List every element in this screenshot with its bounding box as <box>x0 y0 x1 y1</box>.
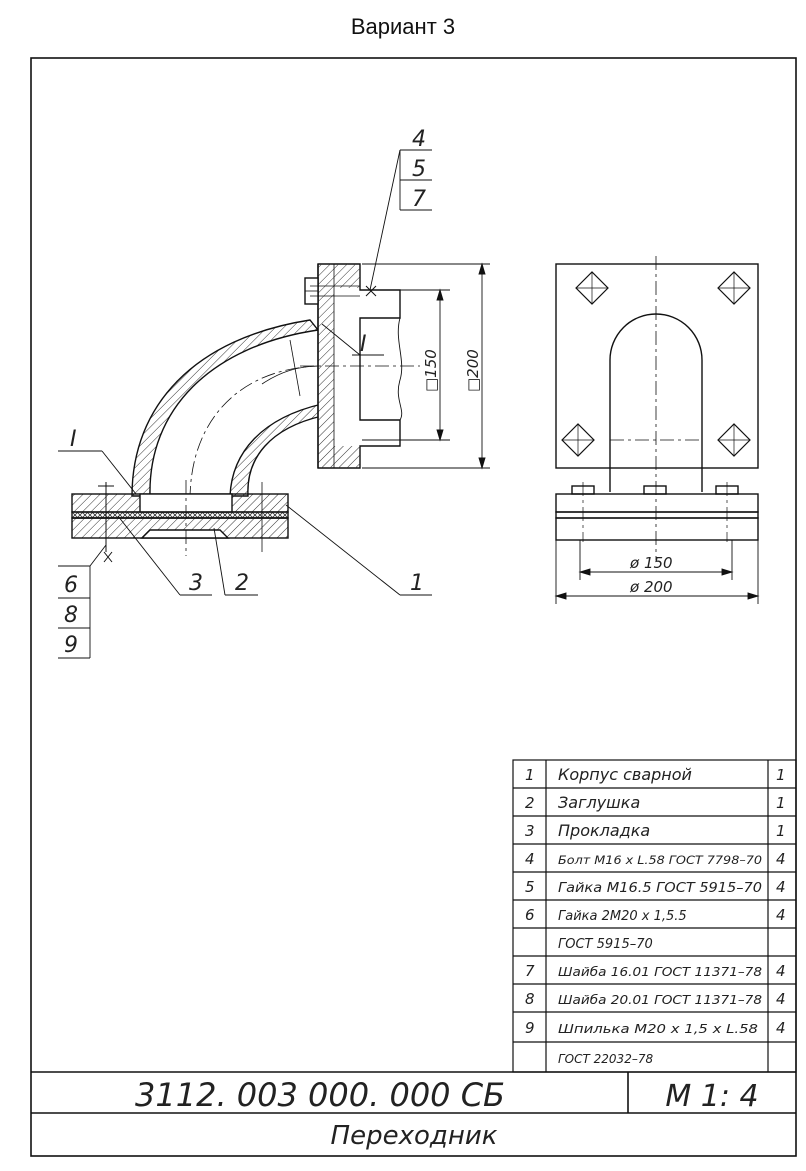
bom-row-3-name: Прокладка <box>558 821 650 840</box>
bom-row-9b-name: ГОСТ 22032–78 <box>558 1052 653 1066</box>
bom-row-4-pos: 4 <box>525 850 535 868</box>
dim-square-200: □200 <box>464 349 482 392</box>
callout-6: 6 <box>64 573 78 598</box>
callout-8: 8 <box>64 603 78 628</box>
bom-row-5-qty: 4 <box>776 878 786 896</box>
bom-row-9-name: Шпилька М20 х 1,5 х L.58 <box>558 1021 758 1036</box>
bom-row-8-pos: 8 <box>525 990 535 1008</box>
bolt-holes <box>561 271 751 457</box>
gasket <box>71 511 289 519</box>
side-flange <box>555 263 759 469</box>
dim-square-150: □150 <box>422 349 440 392</box>
bom-row-4-qty: 4 <box>776 850 786 868</box>
bom-row-2-qty: 1 <box>776 794 786 812</box>
callout-5: 5 <box>412 157 426 182</box>
callout-3: 3 <box>189 571 203 596</box>
elbow-inner-wall <box>229 403 323 497</box>
bom-row-5-pos: 5 <box>525 878 535 896</box>
bom-row-8-name: Шайба 20.01 ГОСТ 11371–78 <box>558 993 762 1007</box>
callout-9: 9 <box>64 633 78 658</box>
bom-row-7-name: Шайба 16.01 ГОСТ 11371–78 <box>558 965 762 979</box>
elbow-outer-wall <box>131 319 320 497</box>
callout-leaders <box>58 149 432 659</box>
bom-row-3-pos: 3 <box>525 822 535 840</box>
bom-row-7-qty: 4 <box>776 962 786 980</box>
title-block <box>31 1071 796 1114</box>
bom-row-5-name: Гайка М16.5 ГОСТ 5915–70 <box>558 881 762 896</box>
bom-row-9-pos: 9 <box>525 1019 535 1037</box>
callout-1: 1 <box>410 571 424 596</box>
bom-row-4-name: Болт М16 х L.58 ГОСТ 7798–70 <box>558 853 762 867</box>
variant-title: Вариант 3 <box>350 14 456 39</box>
bom-row-3-qty: 1 <box>776 822 786 840</box>
bom-rows: 1 Корпус сварной 1 2 Заглушка 1 3 Прокла… <box>525 765 786 1066</box>
bom-row-1-pos: 1 <box>525 766 535 784</box>
front-view <box>71 263 420 563</box>
bom-row-2-name: Заглушка <box>558 793 640 812</box>
bom-row-9-qty: 4 <box>776 1019 786 1037</box>
dimensions-square <box>362 262 490 470</box>
bom-row-6-pos: 6 <box>525 906 535 924</box>
bom-row-6b-name: ГОСТ 5915–70 <box>558 937 653 952</box>
bom-row-2-pos: 2 <box>525 794 535 812</box>
bom-row-7-pos: 7 <box>525 962 535 980</box>
dimensions-diameter <box>554 540 760 604</box>
dim-dia-200: ø 200 <box>629 578 673 596</box>
bom-row-1-qty: 1 <box>776 766 786 784</box>
drawing-name: Переходник <box>331 1121 498 1151</box>
bom-row-6-qty: 4 <box>776 906 786 924</box>
bom-row-6-name: Гайка 2М20 х 1,5.5 <box>558 909 687 924</box>
callout-7: 7 <box>412 187 426 212</box>
drawing-designation: 3112. 003 000. 000 СБ <box>135 1076 505 1114</box>
callout-4: 4 <box>412 127 426 152</box>
callout-2: 2 <box>235 571 249 596</box>
dim-dia-150: ø 150 <box>629 554 673 572</box>
drawing-frame <box>30 57 797 1157</box>
detail-mark-flange: I <box>360 332 367 357</box>
bom-row-1-name: Корпус сварной <box>558 765 692 784</box>
detail-mark-left: I <box>70 427 77 452</box>
bom-row-8-qty: 4 <box>776 990 786 1008</box>
side-view <box>555 256 759 560</box>
drawing-scale: М 1: 4 <box>665 1079 758 1114</box>
